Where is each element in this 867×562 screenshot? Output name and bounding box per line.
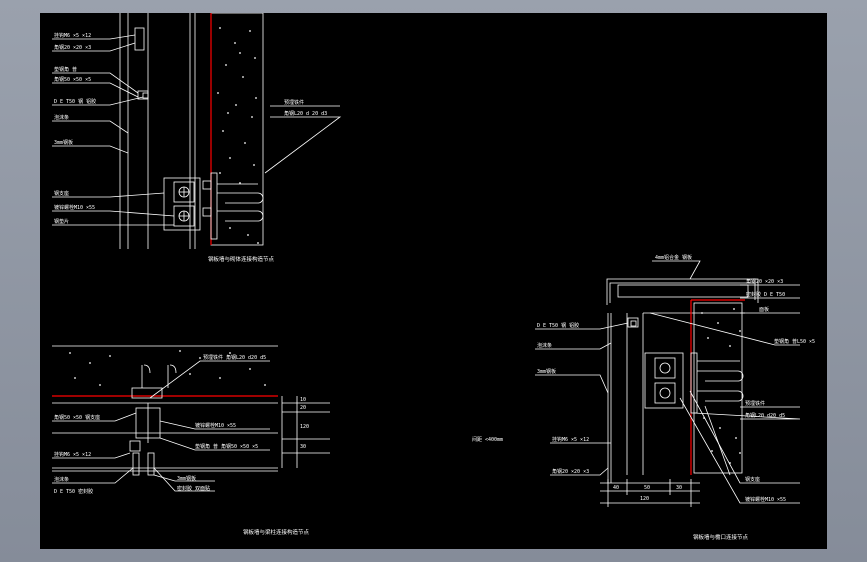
label-r-12: 角钢20 ×20 ×3 [552, 468, 589, 475]
detail-top-concrete-dots [217, 27, 259, 244]
label-bl-3: 镀锌螺栓M10 ×55 [195, 422, 236, 429]
label-top-9: 角钢L20 d 20 d3 [284, 110, 327, 117]
detail-right-labels: 4mm铝合金 钢板 角钢20 ×20 ×3 密封胶 D E T50 面板 垫钢角… [472, 254, 815, 541]
label-r-5: 垫钢角 普L50 ×5 [774, 338, 815, 345]
detail-bottom-left [52, 345, 330, 492]
label-bl-7: D E T50 密封胶 [54, 488, 93, 495]
label-bl-4: 垫钢角 普 角钢50 ×50 ×5 [195, 443, 258, 450]
label-top-5: D E T50 钢 铝胶 [54, 98, 96, 105]
detail-bottom-left-dots [69, 350, 266, 386]
label-r-8: 3mm钢板 [537, 368, 556, 375]
dim-r-3: 30 [676, 485, 682, 491]
dim-bl-4: 30 [300, 444, 306, 450]
label-top-7: 3mm钢板 [54, 139, 73, 146]
label-r-2: 角钢20 ×20 ×3 [746, 278, 783, 285]
label-r-13: 钢支座 [745, 476, 760, 483]
detail-right-dots [701, 308, 741, 464]
label-r-14: 镀锌螺栓M10 ×55 [745, 496, 786, 503]
eave-cap [606, 278, 759, 305]
label-top-11: 镀锌螺栓M10 ×55 [54, 204, 95, 211]
dim-bl-2: 20 [300, 405, 306, 411]
drawing-canvas[interactable]: 挂钩M6 ×5 ×12 角钢20 ×20 ×3 垫钢角 普 角钢50 ×50 ×… [40, 13, 827, 549]
detail-right [535, 260, 801, 507]
steel-support [163, 177, 201, 231]
label-top-10: 钢支座 [54, 190, 69, 197]
label-bl-2: 角钢50 ×50 钢支座 [54, 414, 100, 421]
title-right: 钢板墙与檐口连接节点 [693, 533, 749, 541]
label-top-1: 挂钩M6 ×5 ×12 [54, 32, 91, 39]
spacing-note: 间距 <400mm [472, 436, 503, 443]
label-top-3: 垫钢角 普 [54, 66, 77, 73]
dim-r-2: 50 [644, 485, 650, 491]
label-bl-8: 3mm钢板 [177, 475, 196, 482]
label-bl-6: 泡沫条 [54, 476, 69, 483]
concrete-wall [210, 13, 264, 246]
label-top-6: 泡沫条 [54, 114, 69, 121]
label-top-8: 预埋铁件 [284, 99, 304, 106]
label-bl-9: 密封胶 双面贴 [177, 485, 210, 492]
detail-top-labels: 挂钩M6 ×5 ×12 角钢20 ×20 ×3 垫钢角 普 角钢50 ×50 ×… [54, 32, 327, 263]
detail-top [52, 13, 342, 249]
detail-bottom-left-labels: 预埋铁件 角钢L20 d20 d5 角钢50 ×50 钢支座 镀锌螺栓M10 ×… [54, 354, 310, 536]
label-r-6: D E T50 钢 铝胶 [537, 322, 579, 329]
dim-r-1: 40 [613, 485, 619, 491]
label-r-1: 4mm铝合金 钢板 [655, 254, 692, 261]
title-top: 钢板墙与砌体连接构造节点 [208, 255, 275, 263]
drawing-svg: 挂钩M6 ×5 ×12 角钢20 ×20 ×3 垫钢角 普 角钢50 ×50 ×… [52, 13, 815, 541]
label-r-11: 挂钩M6 ×5 ×12 [552, 436, 589, 443]
label-top-4: 角钢50 ×50 ×5 [54, 76, 91, 83]
dim-bl-1: 10 [300, 397, 306, 403]
dim-bl-3: 120 [300, 424, 309, 430]
dim-r-4: 120 [640, 496, 649, 502]
label-bl-1: 预埋铁件 角钢L20 d20 d5 [203, 354, 266, 361]
label-r-10: 角钢L20 d20 d5 [745, 412, 785, 419]
label-top-12: 钢垫片 [54, 218, 69, 225]
title-bottom-left: 钢板墙与梁柱连接构造节点 [243, 528, 310, 536]
label-r-9: 预埋铁件 [745, 400, 765, 407]
label-r-7: 泡沫条 [537, 342, 552, 349]
label-r-3: 密封胶 D E T50 [746, 291, 785, 298]
label-bl-5: 挂钩M6 ×5 ×12 [54, 451, 91, 458]
concrete-right [693, 302, 743, 474]
label-top-2: 角钢20 ×20 ×3 [54, 44, 91, 51]
label-r-4: 面板 [759, 306, 769, 313]
